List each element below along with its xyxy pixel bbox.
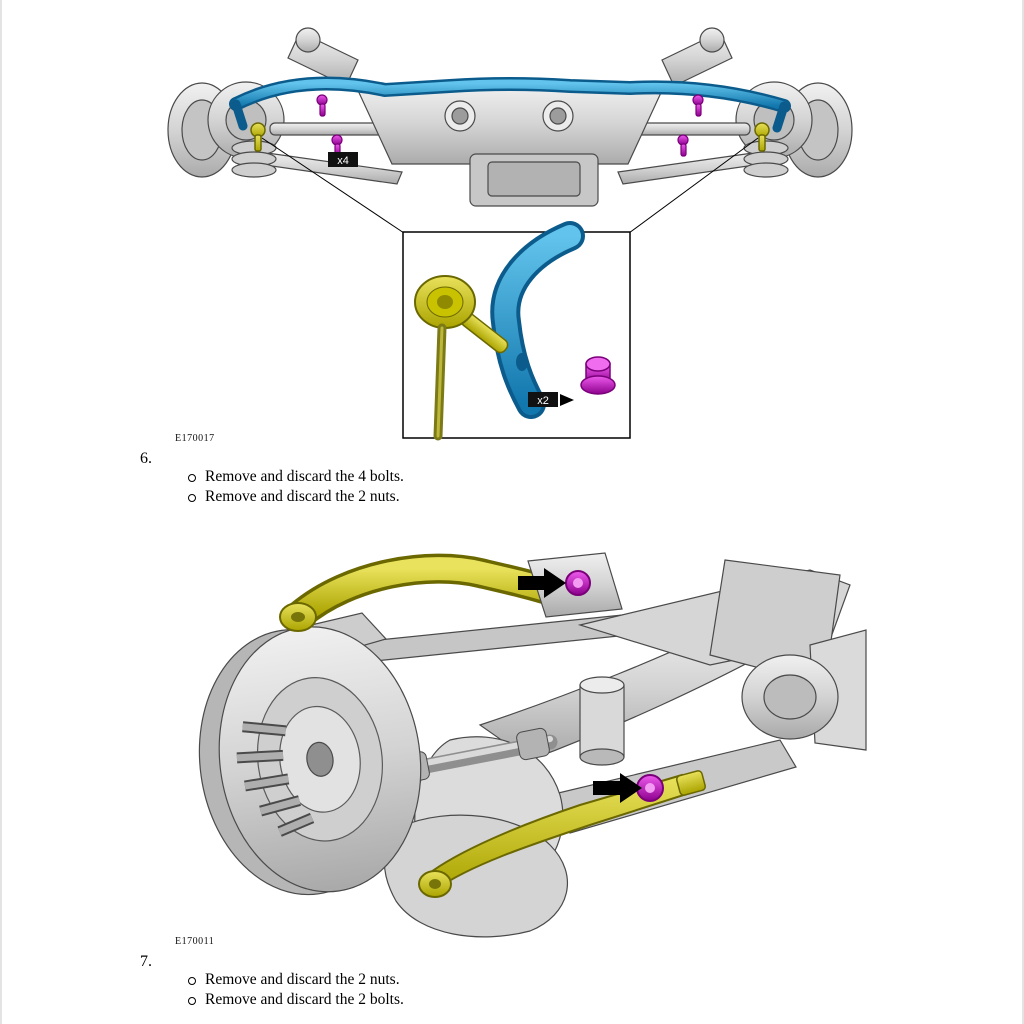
x4-label: x4	[337, 155, 349, 167]
step7-item-2-text: Remove and discard the 2 bolts.	[205, 991, 404, 1008]
figure2-illustration	[198, 552, 867, 938]
lower-nut-highlight	[636, 774, 664, 802]
bullet-icon	[188, 474, 196, 482]
callout-stabilizer-bar-end	[490, 221, 585, 419]
figure2-code: E170011	[175, 936, 215, 947]
x4-quantity-tag: x4	[328, 152, 358, 167]
upper-nut-highlight	[565, 570, 591, 596]
upper-control-arm	[279, 553, 569, 632]
callout-stabilizer-link	[414, 275, 509, 441]
step6-item-1: Remove and discard the 4 bolts.	[188, 468, 404, 486]
step6-item-1-text: Remove and discard the 4 bolts.	[205, 468, 404, 485]
bullet-icon	[188, 494, 196, 502]
stabilizer-links	[250, 122, 770, 152]
upper-arrow-icon	[518, 568, 566, 598]
bullet-icon	[188, 997, 196, 1005]
axle-shaft	[392, 727, 558, 783]
crossmember-holes	[444, 100, 574, 132]
x2-arrow-icon	[560, 394, 574, 406]
step6-number: 6.	[140, 450, 152, 467]
lower-arrow-icon	[593, 773, 642, 803]
bullet-icon	[188, 977, 196, 985]
callout-leader-lines	[261, 137, 759, 234]
subframe-structure	[167, 27, 853, 207]
figure1-code: E170017	[175, 433, 215, 444]
callout-magenta-nut	[580, 356, 616, 395]
step7-item-1-text: Remove and discard the 2 nuts.	[205, 971, 400, 988]
step7-number: 7.	[140, 953, 152, 970]
page-right-edge	[1022, 0, 1024, 1024]
brake-disc	[198, 626, 422, 896]
coil-springs	[231, 140, 789, 178]
page-left-edge	[0, 0, 2, 1024]
x2-quantity-tag: x2	[528, 392, 574, 407]
stabilizer-bar	[229, 76, 791, 133]
subframe-rails	[329, 559, 867, 834]
figure1-illustration: x4	[167, 27, 853, 441]
step6-item-2-text: Remove and discard the 2 nuts.	[205, 488, 400, 505]
wheel-studs	[236, 721, 315, 837]
step6-item-2: Remove and discard the 2 nuts.	[188, 488, 400, 506]
step7-item-1: Remove and discard the 2 nuts.	[188, 971, 400, 989]
lower-control-arm	[418, 770, 706, 898]
x2-label: x2	[537, 395, 549, 407]
step7-item-2: Remove and discard the 2 bolts.	[188, 991, 404, 1009]
